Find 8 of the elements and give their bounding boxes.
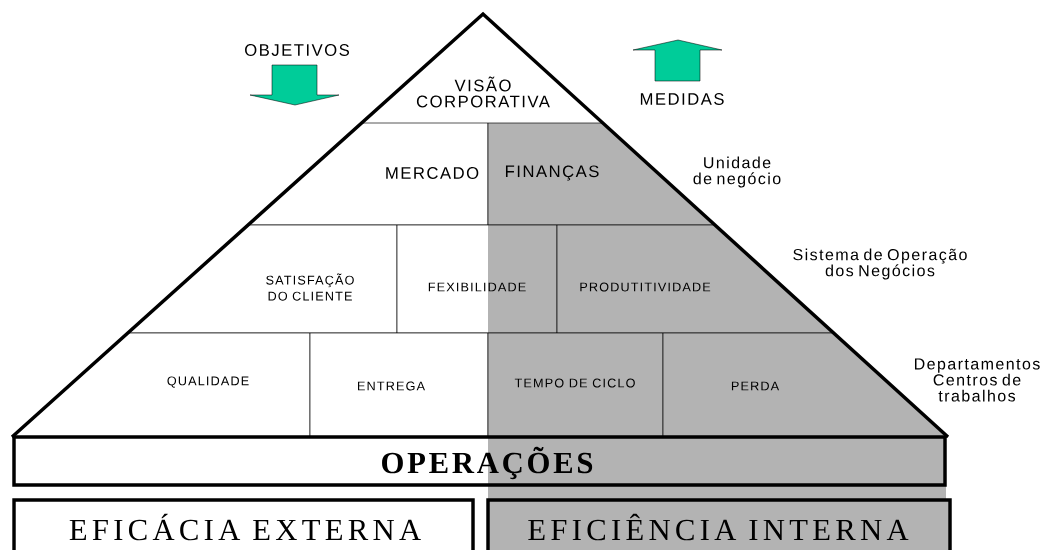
pyramid-cell: VISÃO CORPORATIVA bbox=[416, 76, 550, 108]
pyramid-cell: FEXIBILIDADE bbox=[396, 224, 558, 334]
pyramid-cell: QUALIDADE bbox=[11, 332, 311, 438]
arrow-label: MEDIDAS bbox=[640, 93, 724, 105]
pyramid-cell: EFICÁCIA EXTERNA bbox=[12, 498, 475, 550]
pyramid-cell: ENTREGA bbox=[309, 332, 489, 438]
pyramid-cell: OPERAÇÕES bbox=[12, 435, 947, 487]
arrow-label: OBJETIVOS bbox=[245, 44, 349, 56]
